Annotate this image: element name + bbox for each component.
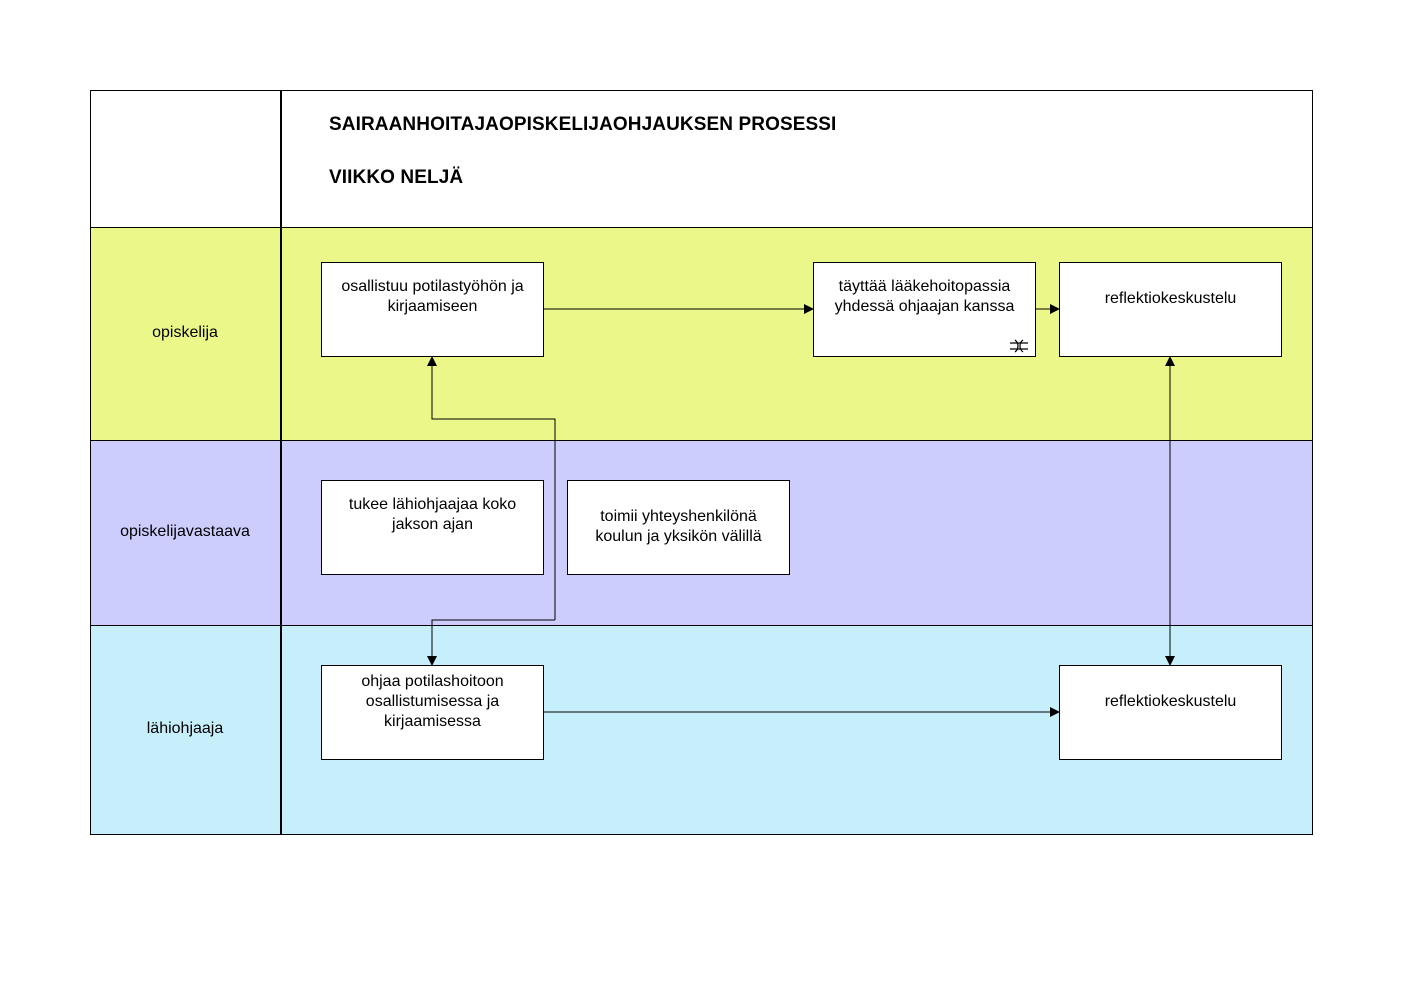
lane-label-opiskelija: opiskelija bbox=[152, 324, 218, 341]
diagram-title: SAIRAANHOITAJAOPISKELIJAOHJAUKSEN PROSES… bbox=[329, 114, 837, 135]
task-medication-passport[interactable]: täyttää lääkehoitopassia yhdessä ohjaaja… bbox=[813, 262, 1036, 357]
diagram-subtitle: VIIKKO NELJÄ bbox=[329, 167, 464, 188]
task-reflection-supervisor[interactable]: reflektiokeskustelu bbox=[1059, 665, 1282, 760]
lane-label-divider bbox=[280, 90, 282, 835]
task-participate[interactable]: osallistuu potilastyöhön ja kirjaamiseen bbox=[321, 262, 544, 357]
task-support-supervisor-label: tukee lähiohjaajaa koko jakson ajan bbox=[348, 496, 517, 533]
task-contact-person-label: toimii yhteyshenkilönä koulun ja yksikön… bbox=[595, 508, 762, 545]
header-lane bbox=[90, 90, 1313, 228]
task-reflection-student-label: reflektiokeskustelu bbox=[1104, 290, 1237, 307]
task-reflection-supervisor-label: reflektiokeskustelu bbox=[1104, 693, 1237, 710]
task-support-supervisor[interactable]: tukee lähiohjaajaa koko jakson ajan bbox=[321, 480, 544, 575]
lane-label-opiskelijavastaava: opiskelijavastaava bbox=[120, 523, 250, 540]
subprocess-icon bbox=[1010, 339, 1028, 353]
task-guide-care-label: ohjaa potilashoitoon osallistumisessa ja… bbox=[361, 673, 504, 730]
task-guide-care[interactable]: ohjaa potilashoitoon osallistumisessa ja… bbox=[321, 665, 544, 760]
task-medication-passport-label: täyttää lääkehoitopassia yhdessä ohjaaja… bbox=[834, 278, 1015, 315]
task-participate-label: osallistuu potilastyöhön ja kirjaamiseen bbox=[341, 278, 524, 315]
task-contact-person[interactable]: toimii yhteyshenkilönä koulun ja yksikön… bbox=[567, 480, 790, 575]
lane-label-lahiohjaaja: lähiohjaaja bbox=[146, 720, 224, 737]
task-reflection-student[interactable]: reflektiokeskustelu bbox=[1059, 262, 1282, 357]
